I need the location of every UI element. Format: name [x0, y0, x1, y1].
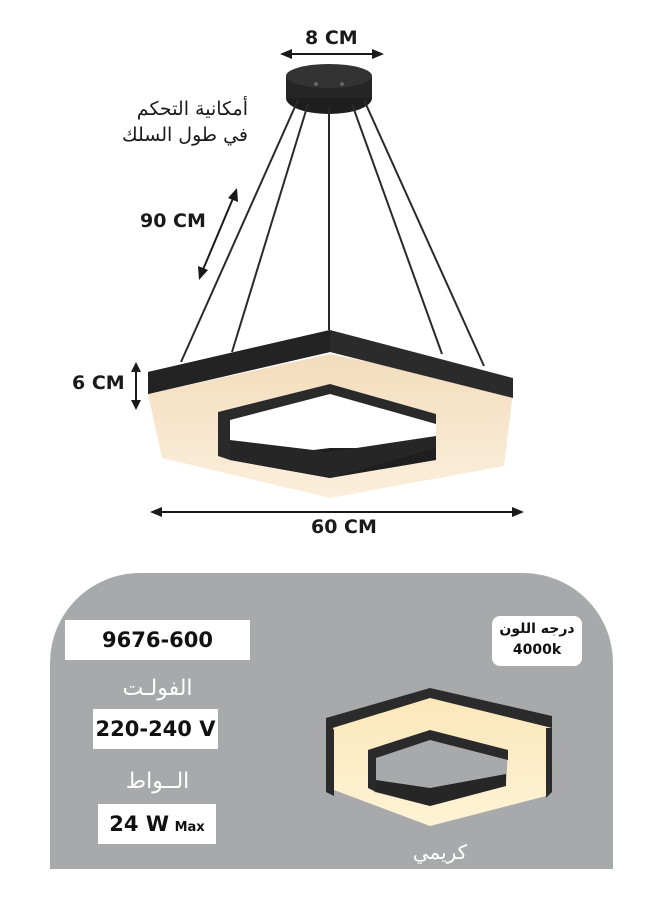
height-label: 6 CM: [72, 372, 125, 394]
canopy-width-label: 8 CM: [305, 27, 358, 49]
suspension-cables: [180, 99, 485, 367]
width-arrow: [150, 507, 524, 517]
color-temperature-badge: درجه اللون 4000k: [492, 616, 582, 666]
cable-length-arrow: [198, 188, 238, 280]
voltage-value: 220-240 V: [93, 709, 218, 749]
hexagon-lamp: [148, 330, 513, 498]
pendant-lamp-illustration: [131, 49, 524, 517]
cable-note-line-1: أمكانية التحكم: [136, 98, 248, 120]
color-temp-value: 4000k: [512, 642, 562, 658]
canopy-width-arrow: [280, 49, 384, 59]
model-code: 9676-600: [65, 620, 250, 660]
wattage-value: 24 W: [109, 812, 169, 836]
width-label: 60 CM: [311, 516, 377, 538]
lamp-preview-image: [326, 688, 552, 826]
wattage-box: 24 W Max: [98, 804, 216, 844]
cable-length-label: 90 CM: [140, 210, 206, 232]
wattage-suffix: Max: [174, 820, 205, 835]
wattage-label: الــواط: [125, 769, 190, 794]
ceiling-canopy: [286, 64, 372, 114]
finish-label: كريمي: [412, 840, 468, 864]
voltage-label: الفولـت: [122, 676, 193, 701]
cable-adjustable-note: أمكانية التحكم في طول السلك: [86, 96, 248, 148]
height-arrow: [131, 362, 141, 410]
color-temp-label: درجه اللون: [499, 621, 575, 637]
cable-note-line-2: في طول السلك: [121, 124, 248, 146]
